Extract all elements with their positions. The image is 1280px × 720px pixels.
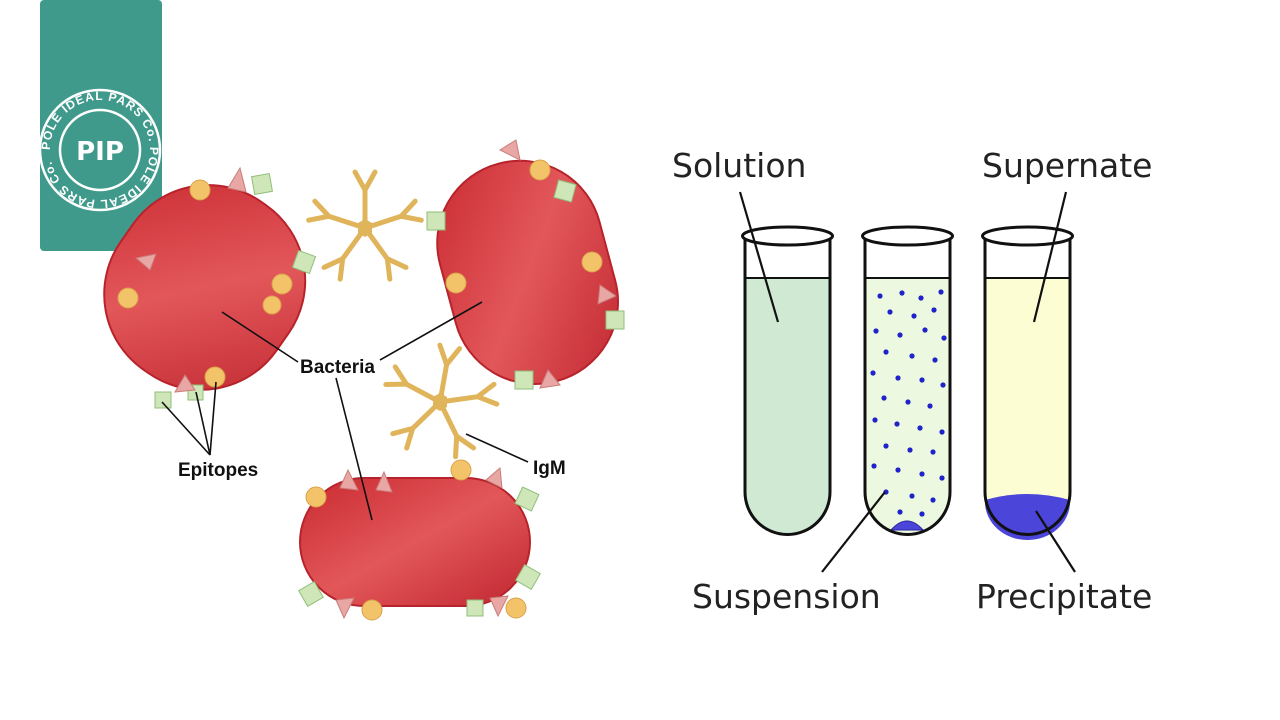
logo-background bbox=[40, 0, 162, 251]
logo-ring bbox=[38, 88, 162, 212]
suspended-particles bbox=[870, 289, 947, 517]
label-igm: IgM bbox=[533, 458, 566, 479]
epitopes bbox=[117, 139, 625, 621]
bacterium-bottom bbox=[299, 477, 531, 607]
tube-suspension bbox=[861, 225, 954, 536]
bacterium-top-left bbox=[103, 184, 307, 391]
logo-inner-ring bbox=[58, 108, 142, 192]
bacterium-top-right bbox=[436, 159, 619, 385]
label-solution: Solution bbox=[672, 146, 806, 185]
bacteria-diagram: Bacteria Epitopes IgM bbox=[103, 139, 625, 621]
tube-solution bbox=[741, 225, 834, 536]
bacteria-leader-lines bbox=[161, 301, 529, 521]
tube-supernate bbox=[981, 225, 1074, 540]
label-bacteria: Bacteria bbox=[300, 357, 375, 378]
label-supernate: Supernate bbox=[982, 146, 1152, 185]
igm-antibody-middle bbox=[386, 345, 497, 457]
igm-antibody-top bbox=[309, 172, 422, 279]
label-precipitate: Precipitate bbox=[976, 577, 1152, 616]
brand-logo: POLE IDEAL PARS Co. POLE IDEAL PARS Co. … bbox=[38, 0, 162, 251]
tube-leader-lines bbox=[738, 191, 1076, 573]
logo-monogram: PIP bbox=[76, 137, 124, 167]
label-epitopes: Epitopes bbox=[178, 460, 258, 481]
test-tubes-diagram: Solution Supernate Suspension Precipitat… bbox=[672, 146, 1152, 616]
label-suspension: Suspension bbox=[692, 577, 881, 616]
